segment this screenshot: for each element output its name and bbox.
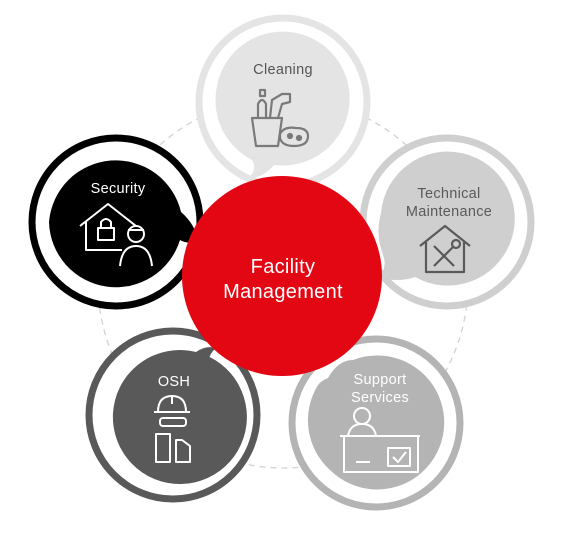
- center-circle: [182, 176, 382, 376]
- cleaning-label: Cleaning: [253, 62, 313, 78]
- node-osh[interactable]: OSH: [85, 327, 261, 503]
- osh-label: OSH: [158, 374, 190, 390]
- osh-bubble: [112, 347, 247, 485]
- node-cleaning[interactable]: Cleaning: [195, 14, 371, 190]
- node-security[interactable]: Security: [28, 134, 204, 310]
- center-label-line2: Management: [223, 281, 343, 303]
- node-support-services[interactable]: Support Services: [288, 335, 464, 511]
- security-label: Security: [91, 181, 146, 197]
- cleaning-icon: [250, 88, 310, 148]
- center-label-line1: Facility: [251, 256, 316, 278]
- reception-desk-icon: [340, 407, 420, 473]
- technical-label-line1: Technical: [417, 186, 480, 202]
- node-technical-maintenance[interactable]: Technical Maintenance: [359, 134, 535, 310]
- support-label-line2: Services: [351, 390, 409, 406]
- support-label-line1: Support: [354, 372, 407, 388]
- security-house-lock-icon: [79, 203, 153, 267]
- safety-gear-icon: [154, 395, 191, 463]
- house-wrench-icon: [419, 224, 471, 274]
- center-facility-management[interactable]: Facility Management: [182, 176, 382, 376]
- technical-label-line2: Maintenance: [406, 204, 492, 220]
- technical-bubble: [378, 151, 515, 286]
- security-bubble: [49, 160, 198, 288]
